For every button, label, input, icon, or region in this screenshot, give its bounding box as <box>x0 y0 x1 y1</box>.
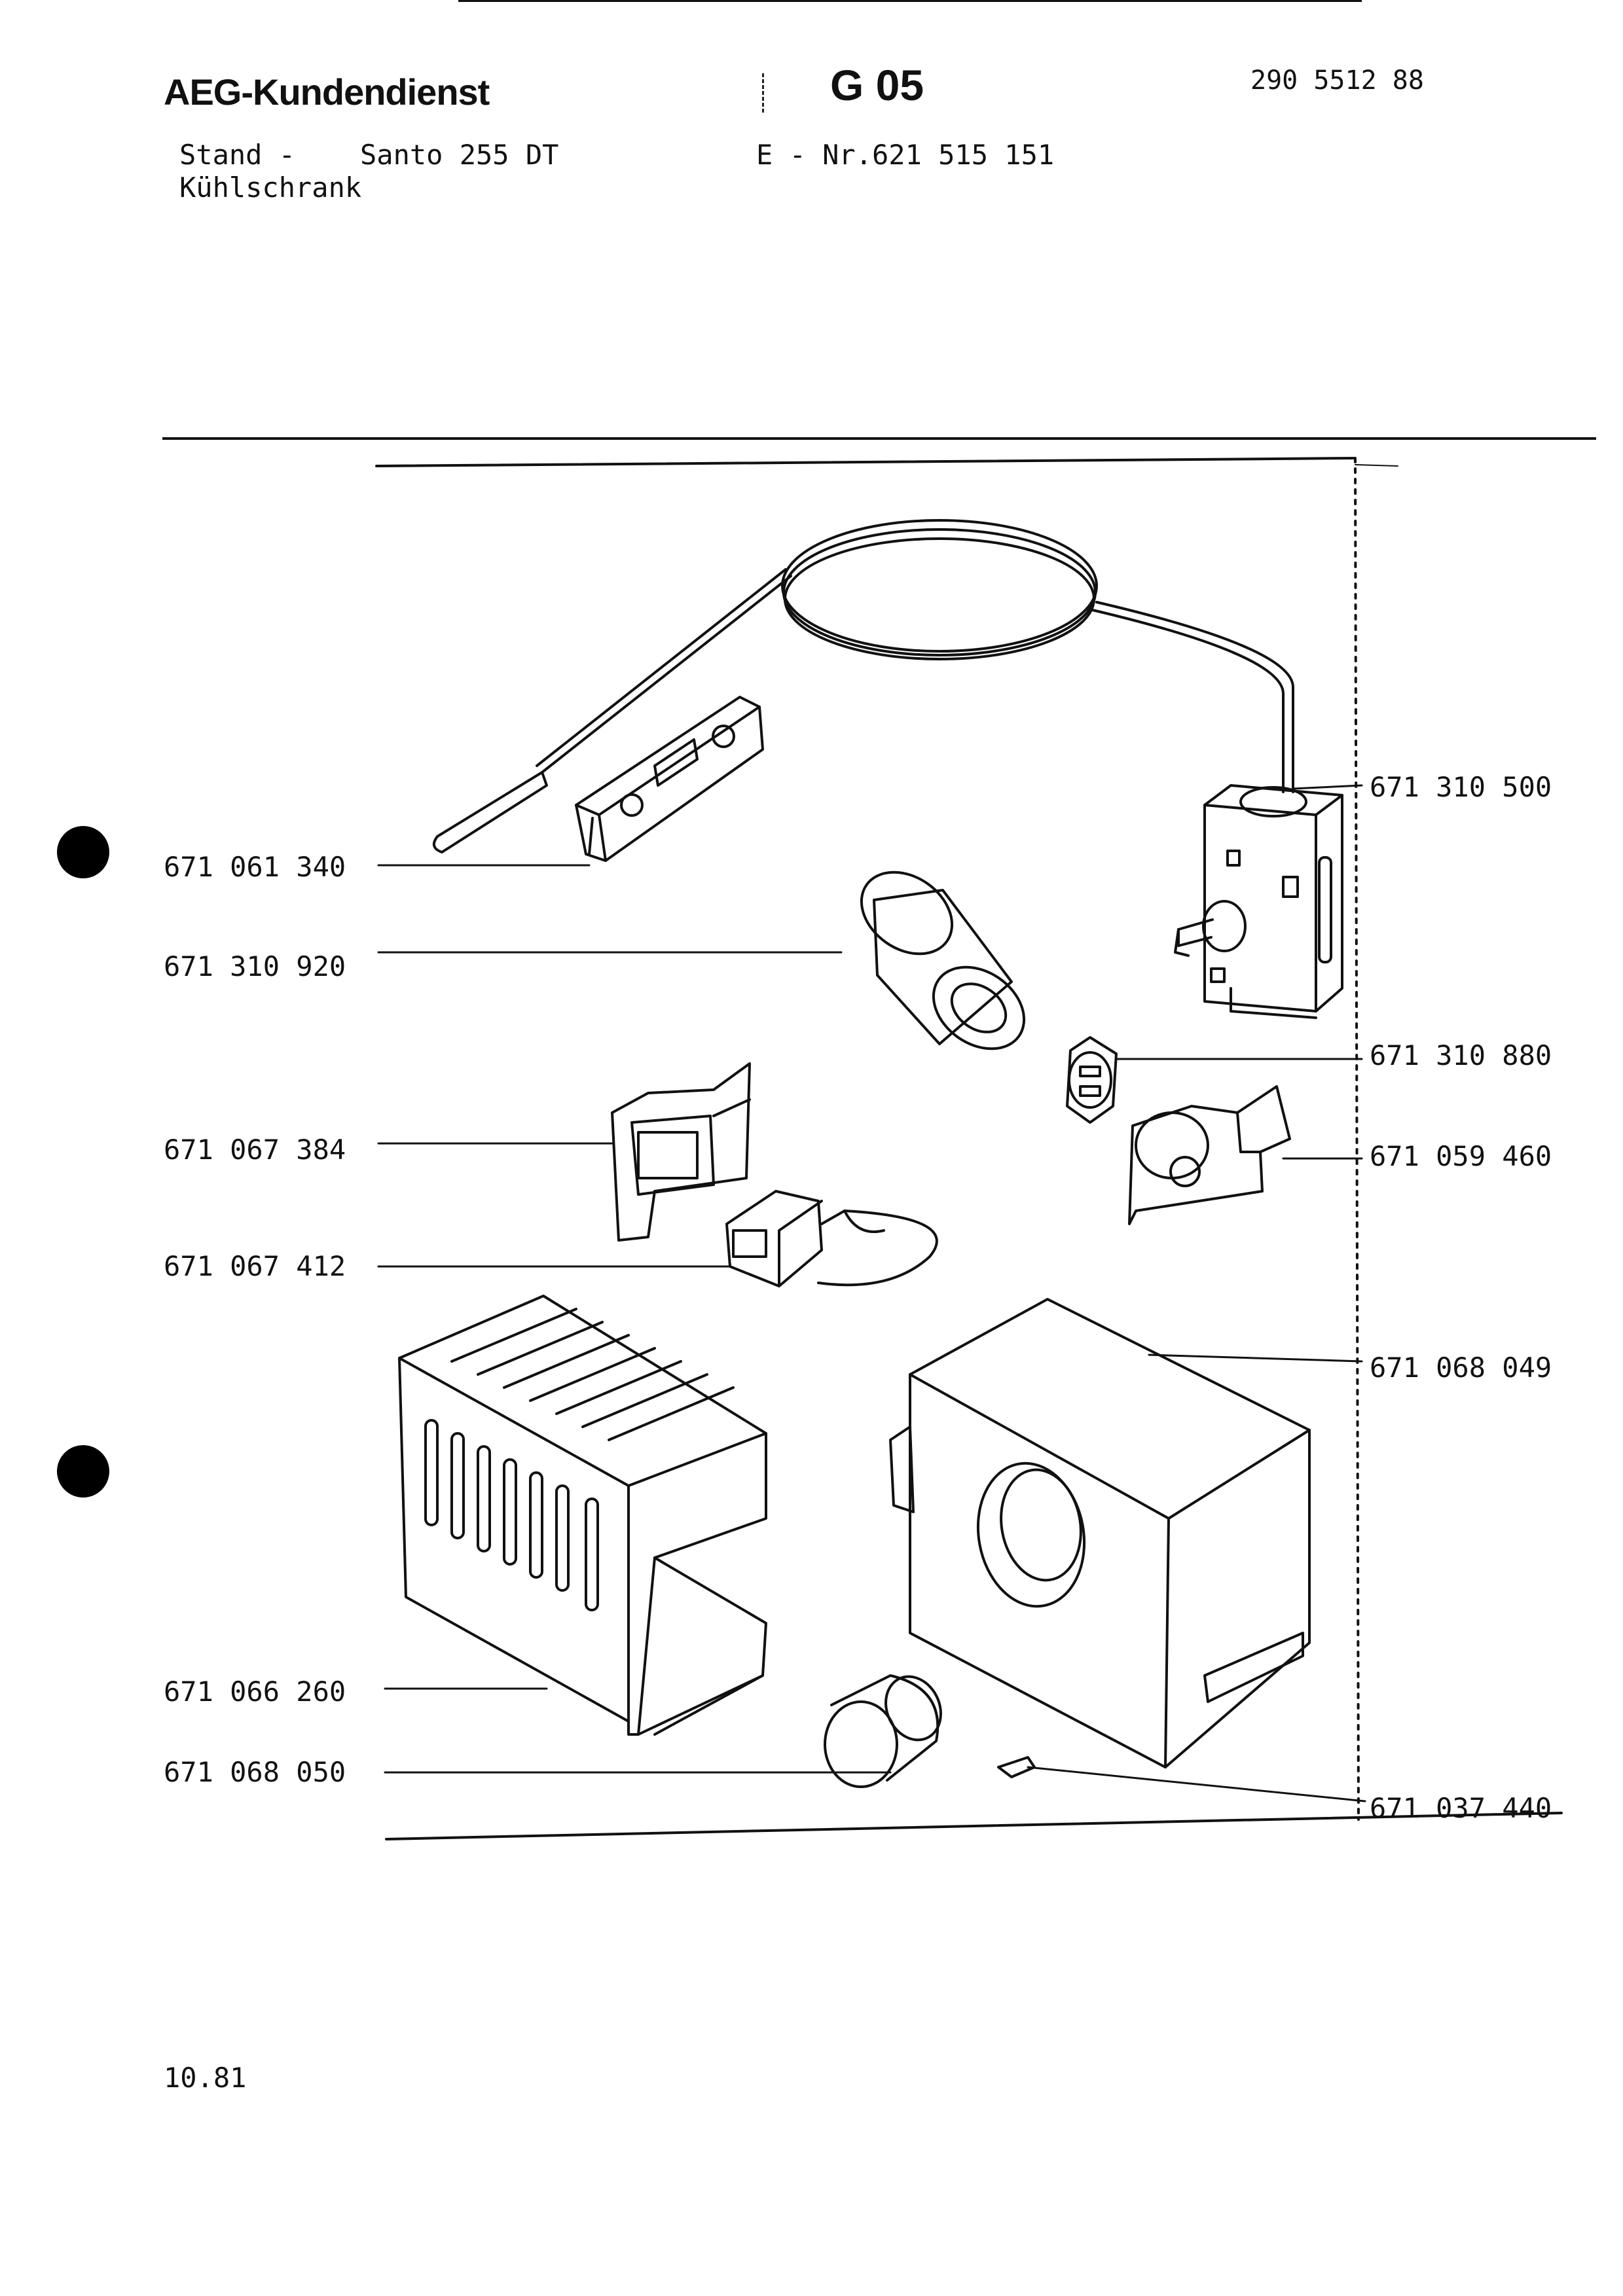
part-number-spring-clip: 671 037 440 <box>1370 1792 1552 1824</box>
bracket-part <box>611 1062 751 1242</box>
part-number-sensor-holder: 671 061 340 <box>164 851 346 883</box>
part-number-grille-housing: 671 066 260 <box>164 1676 346 1708</box>
sensor-holder-part <box>575 696 764 862</box>
frame-corner-mark <box>1355 464 1398 467</box>
appliance-type: Kühlschrank <box>179 171 362 204</box>
header-divider <box>162 437 1596 440</box>
model-name: Santo 255 DT <box>360 139 559 171</box>
top-scan-line <box>458 0 1362 2</box>
part-number-knob: 671 068 050 <box>164 1756 346 1788</box>
frame-right-line <box>1354 457 1360 1821</box>
header-tick <box>762 73 766 113</box>
part-number-cover-box: 671 068 049 <box>1370 1352 1552 1384</box>
e-number: E - Nr.621 515 151 <box>756 139 1055 171</box>
grille-housing-part <box>398 1295 767 1736</box>
clip-part <box>725 1190 938 1287</box>
part-number-support-plate: 671 059 460 <box>1370 1140 1552 1172</box>
punch-hole-upper <box>57 826 109 878</box>
cover-box-part <box>889 1298 1311 1768</box>
leader-lines <box>377 784 1366 1803</box>
issue-date: 10.81 <box>164 2062 247 2094</box>
support-plate-part <box>1128 1085 1291 1225</box>
part-number-bracket: 671 067 384 <box>164 1134 346 1166</box>
punch-hole-lower <box>57 1445 109 1498</box>
part-number-thermostat: 671 310 500 <box>1370 771 1552 803</box>
sheet-number: G 05 <box>830 61 924 109</box>
adapter-part <box>1066 1036 1118 1124</box>
brand-title: AEG-Kundendienst <box>164 71 490 113</box>
stand-label: Stand - <box>179 139 296 171</box>
part-number-sleeve: 671 310 920 <box>164 950 346 982</box>
knob-part <box>824 1674 942 1788</box>
part-number-adapter: 671 310 880 <box>1370 1039 1552 1071</box>
frame-bottom-line <box>385 1812 1563 1840</box>
sleeve-part <box>860 870 1026 1050</box>
frame-top-line <box>375 457 1357 467</box>
thermostat-part <box>432 519 1343 1019</box>
document-number: 290 5512 88 <box>1250 65 1424 96</box>
part-number-clip: 671 067 412 <box>164 1250 346 1282</box>
